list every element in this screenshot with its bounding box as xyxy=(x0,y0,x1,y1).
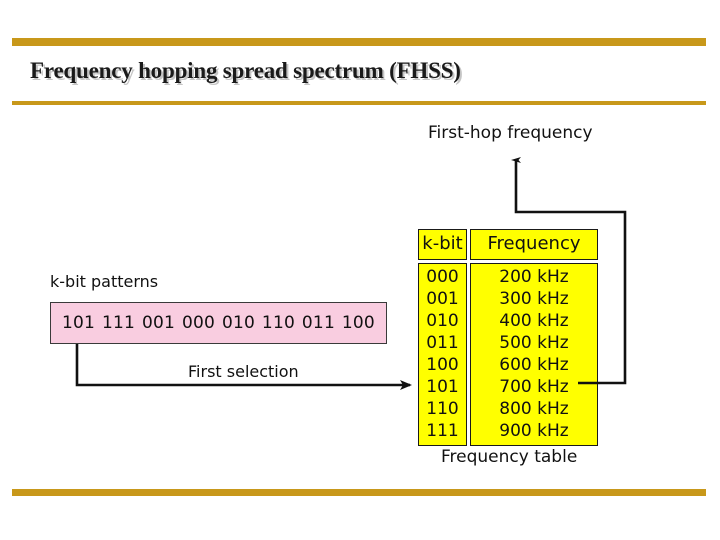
pattern-item: 101 xyxy=(62,313,96,333)
table-cell-kbit: 000 xyxy=(426,267,459,287)
table-cell-frequency: 900 kHz xyxy=(499,421,569,441)
pattern-item: 001 xyxy=(141,313,176,333)
table-cell-kbit: 001 xyxy=(426,289,459,309)
table-cell-kbit: 100 xyxy=(426,355,459,375)
table-cell-kbit: 110 xyxy=(426,399,459,419)
pattern-item: 011 xyxy=(301,313,335,333)
title-underline-rule xyxy=(12,101,706,105)
table-cell-kbit: 101 xyxy=(426,377,459,397)
first-hop-frequency-label: First-hop frequency xyxy=(428,123,593,143)
table-cell-frequency: 700 kHz xyxy=(499,377,569,397)
pattern-item: 111 xyxy=(101,313,136,333)
table-cell-frequency: 600 kHz xyxy=(499,355,569,375)
table-body: 000 001 010 011 100 101 110 111 200 kHz … xyxy=(418,263,598,446)
table-cell-frequency: 800 kHz xyxy=(499,399,569,419)
pattern-item: 010 xyxy=(221,313,255,333)
top-accent-rule xyxy=(12,38,706,46)
first-selection-label: First selection xyxy=(188,362,299,381)
pattern-item: 100 xyxy=(341,313,375,333)
table-cell-kbit: 011 xyxy=(426,333,459,353)
kbit-pattern-box: 101 111 001 000 010 110 011 100 xyxy=(50,302,387,344)
table-header-kbit: k-bit xyxy=(418,229,467,260)
frequency-table: k-bit Frequency 000 001 010 011 100 101 … xyxy=(418,229,598,446)
table-cell-frequency: 400 kHz xyxy=(499,311,569,331)
table-cell-kbit: 111 xyxy=(426,421,459,441)
table-cell-frequency: 200 kHz xyxy=(499,267,569,287)
frequency-table-caption: Frequency table xyxy=(441,447,578,467)
table-cell-frequency: 500 kHz xyxy=(499,333,569,353)
pattern-item: 110 xyxy=(261,313,295,333)
table-cell-kbit: 010 xyxy=(426,311,459,331)
table-column-frequency: 200 kHz 300 kHz 400 kHz 500 kHz 600 kHz … xyxy=(470,263,598,446)
table-cell-frequency: 300 kHz xyxy=(499,289,569,309)
table-header-frequency: Frequency xyxy=(470,229,598,260)
page-title: Frequency hopping spread spectrum (FHSS) xyxy=(30,58,461,83)
table-header-row: k-bit Frequency xyxy=(418,229,598,260)
kbit-patterns-label: k-bit patterns xyxy=(50,272,159,291)
table-column-kbit: 000 001 010 011 100 101 110 111 xyxy=(418,263,467,446)
bottom-accent-rule xyxy=(12,489,706,496)
pattern-item: 000 xyxy=(181,313,216,333)
